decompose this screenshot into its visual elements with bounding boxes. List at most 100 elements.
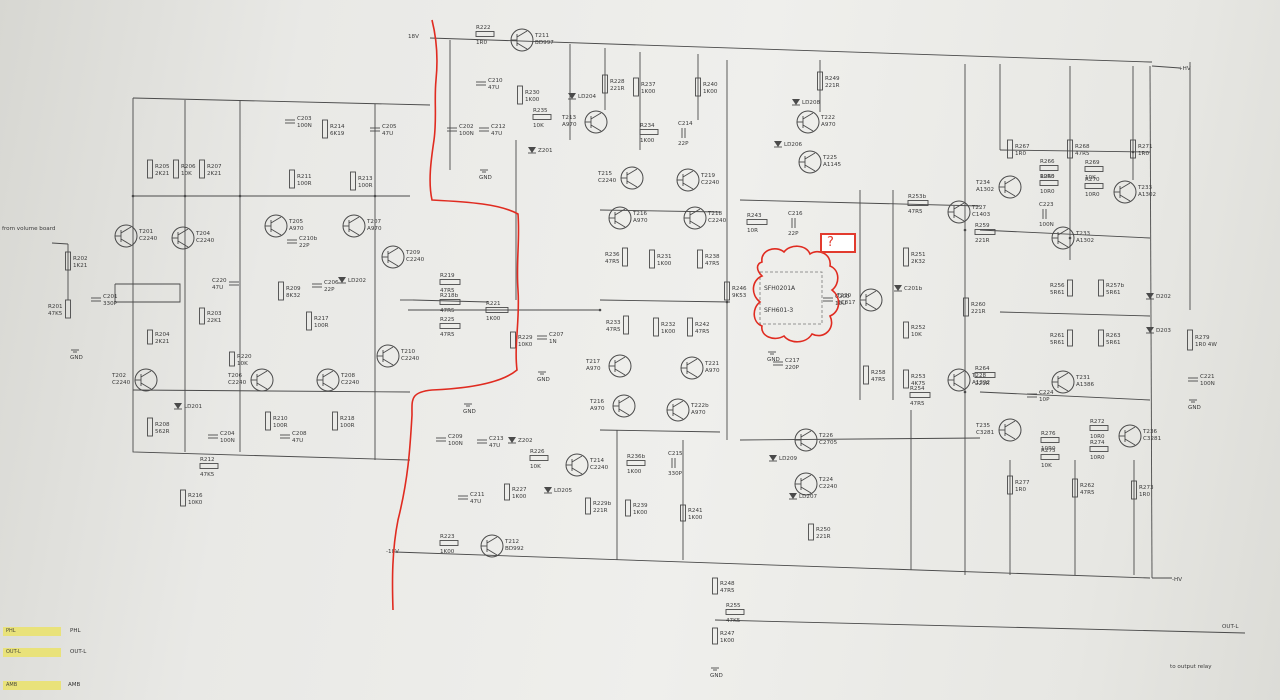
transistor-label: T234	[975, 180, 991, 186]
capacitor-value: 330P	[103, 301, 118, 307]
resistor-symbol	[626, 460, 646, 466]
resistor-symbol	[1039, 180, 1059, 186]
resistor-symbol	[173, 159, 179, 179]
capacitor-value: 47U	[382, 131, 393, 137]
transistor-value: A1302	[976, 187, 994, 193]
resistor-symbol	[653, 317, 659, 337]
resistor-value: 1K00	[627, 469, 642, 475]
resistor-label: R256	[1050, 283, 1065, 289]
capacitor-label: C207	[549, 332, 564, 338]
resistor-symbol	[1007, 139, 1013, 159]
resistor-symbol	[639, 129, 659, 135]
resistor-value: 1R0	[1015, 151, 1026, 157]
resistor-value: 10K	[530, 464, 541, 470]
resistor-label: R248	[720, 581, 735, 587]
junction-dot	[1068, 236, 1072, 240]
rail-label: -18V	[386, 549, 399, 555]
resistor-label: R276	[1041, 431, 1056, 437]
resistor-label: R260	[971, 302, 986, 308]
transistor-lead	[672, 412, 684, 420]
transistor-lead	[1119, 194, 1131, 202]
junction-dot	[963, 228, 967, 232]
resistor-label: R233	[606, 320, 621, 326]
capacitor-label: C204	[220, 431, 235, 437]
transistor-value: C2240	[341, 380, 360, 386]
transistor-lead	[953, 214, 965, 222]
transistor-lead	[590, 124, 602, 132]
output-line	[714, 619, 1246, 634]
resistor-value: 1R0	[1139, 492, 1150, 498]
resistor-label: R255	[726, 603, 741, 609]
resistor-value: 1R0	[1138, 151, 1149, 157]
resistor-symbol	[1098, 279, 1104, 297]
capacitor-value: 100N	[459, 131, 474, 137]
resistor-value: 10K	[1041, 463, 1052, 469]
resistor-label: R222	[476, 25, 491, 31]
resistor-label: R235	[533, 108, 548, 114]
legend-swatch-1: PHL	[3, 627, 61, 636]
transistor-lead	[800, 430, 812, 438]
resistor-label: R225	[440, 317, 455, 323]
resistor-symbol	[147, 329, 153, 345]
resistor-label: R271	[1138, 144, 1153, 150]
resistor-symbol	[1039, 165, 1059, 171]
resistor-value: 10K	[1085, 175, 1096, 181]
led-label: LD208	[802, 100, 821, 106]
resistor-symbol	[1040, 437, 1060, 443]
transistor-lead	[387, 259, 399, 267]
capacitor-label: C221	[1200, 374, 1215, 380]
resistor-value: 1K00	[720, 638, 735, 644]
resistor-value: 1K00	[657, 261, 672, 267]
transistor-value: A970	[821, 122, 836, 128]
transistor-label: T221	[704, 361, 720, 367]
led-label: LD201	[184, 404, 203, 410]
transistor-lead	[1057, 372, 1069, 380]
transistor-lead	[120, 238, 132, 246]
transistor-value: A1386	[1076, 382, 1095, 388]
capacitor-value: 22P	[324, 287, 335, 293]
transistor-lead	[256, 370, 268, 378]
junction-dot	[183, 194, 187, 198]
resistor-symbol	[903, 247, 909, 267]
resistor-label: R274	[1090, 440, 1105, 446]
transistor-label: T218	[707, 211, 723, 217]
resistor-label: R250	[816, 527, 831, 533]
led-symbol	[769, 455, 777, 461]
resistor-symbol	[532, 114, 552, 120]
resistor-value: 10K0	[188, 500, 203, 506]
resistor-label: R214	[330, 124, 345, 130]
resistor-value: 221R	[825, 83, 840, 89]
capacitor-value: 47U	[212, 285, 223, 291]
resistor-value: 2K21	[207, 171, 222, 177]
resistor-value: 221R	[610, 86, 625, 92]
transistor-lead	[686, 370, 698, 378]
transistor-label: T227	[971, 205, 987, 211]
resistor-value: 47R5	[1075, 151, 1090, 157]
resistor-value: 221R	[975, 238, 990, 244]
ground-label: GND	[463, 409, 476, 415]
transistor-value: BC817	[837, 300, 856, 306]
transistor-value: A970	[691, 410, 706, 416]
transistor-lead	[614, 220, 626, 228]
transistor-lead	[802, 124, 814, 132]
legend-swatch-2: OUT-L	[3, 648, 61, 657]
resistor-value: 10K	[911, 332, 922, 338]
transistor-lead	[270, 216, 282, 224]
capacitor-value: 22P	[678, 141, 689, 147]
optocoupler-label: SFH0201A	[764, 285, 796, 292]
resistor-value: 8K32	[286, 293, 300, 299]
transistor-label: T215	[597, 171, 613, 177]
resistor-value: 47K5	[200, 472, 215, 478]
wire	[599, 299, 731, 303]
resistor-label: R221	[486, 301, 501, 307]
led-symbol	[174, 403, 182, 409]
transistor-value: A1145	[823, 162, 842, 168]
capacitor-value: 220P	[785, 365, 800, 371]
transistor-lead	[322, 382, 334, 390]
led-label: LD202	[348, 278, 366, 284]
transistor-label: T207	[366, 219, 382, 225]
resistor-label: R265	[1040, 174, 1055, 180]
resistor-value: 2K32	[911, 259, 925, 265]
capacitor-label: C200	[835, 294, 850, 300]
resistor-value: 1R0	[1015, 487, 1026, 493]
